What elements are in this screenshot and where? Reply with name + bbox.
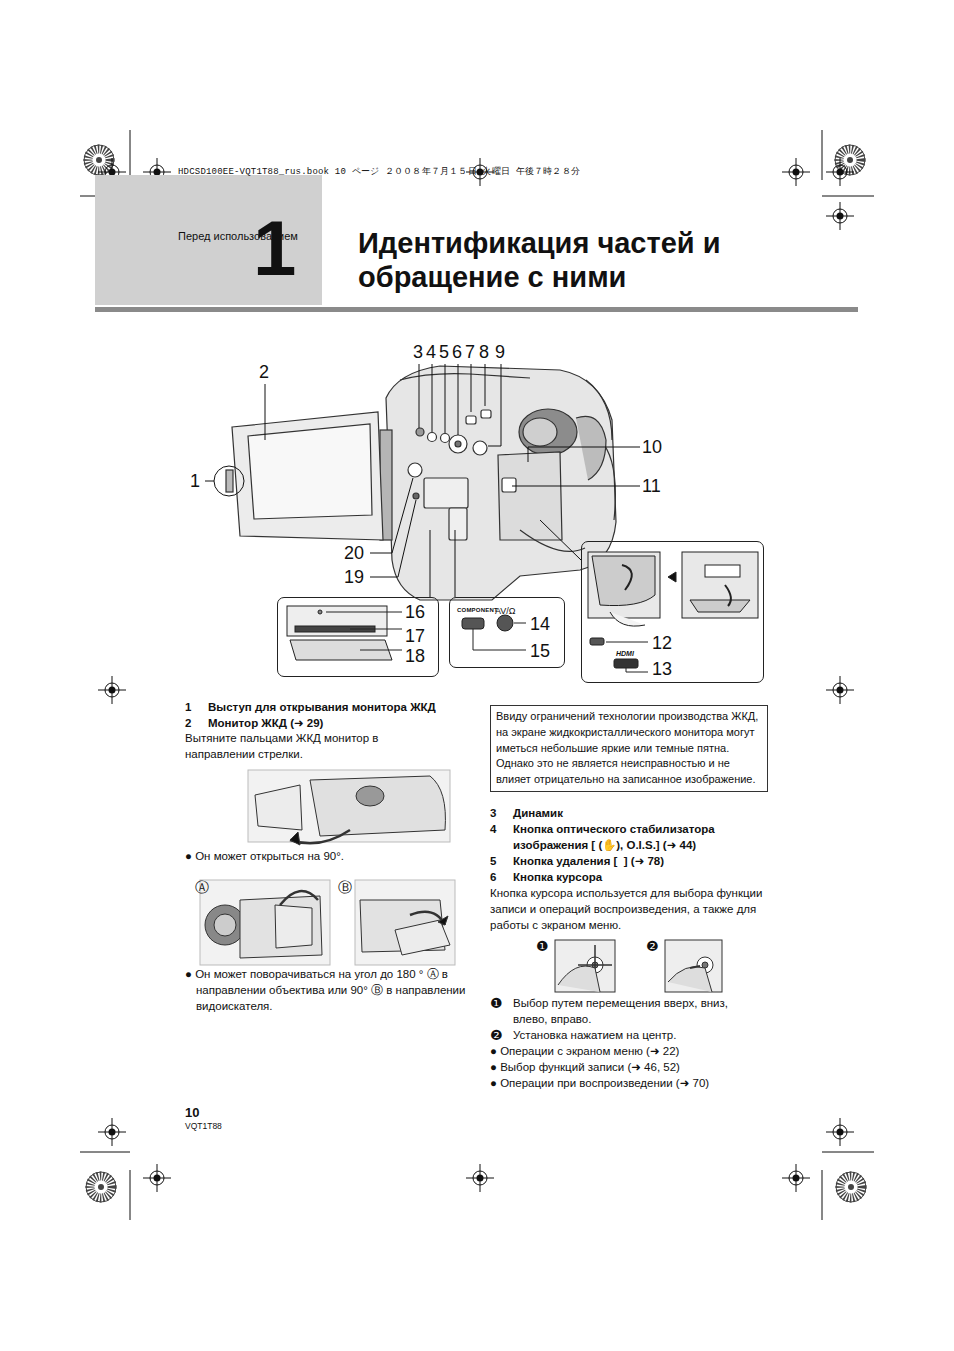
callout-number: 8: [479, 342, 489, 362]
callout-number: 14: [530, 614, 550, 634]
callout-number: 2: [259, 362, 269, 382]
socket-label: COMPONENT: [457, 607, 498, 614]
item-heading: Динамик: [513, 805, 563, 821]
lcd-open-drawing: [248, 770, 450, 845]
callout-number: 12: [652, 633, 672, 653]
item-number: 6: [490, 869, 496, 885]
socket-drawing: [462, 615, 526, 650]
note-text: Ввиду ограничений технологии производств…: [496, 709, 762, 788]
bullet-text: ● Он может поворачиваться на угол до 180…: [185, 966, 474, 1014]
leader-lines: [205, 364, 640, 597]
callout-number: 3: [413, 342, 423, 362]
figure-marker: Ⓐ: [195, 879, 209, 895]
card-slot-inset: 16 1718: [277, 597, 439, 677]
step-text: Выбор путем перемещения вверх, вниз, вле…: [513, 995, 765, 1027]
step-text: Установка нажатием на центр.: [513, 1027, 676, 1043]
callout-number: 6: [452, 342, 462, 362]
heading-rule: [95, 307, 858, 312]
item-heading: Кнопка оптического стабилизатора изображ…: [513, 821, 765, 853]
print-header: HDCSD100EE-VQT1T88_rus.book 10 ページ ２００８年…: [178, 166, 580, 178]
callout-number: 19: [344, 567, 364, 587]
port-logo: HDMI: [616, 650, 634, 658]
card-slot-drawing: [287, 606, 402, 660]
callout-number: 13: [652, 659, 672, 679]
callout-number: 15: [530, 641, 550, 661]
callout-number: 1: [190, 471, 200, 491]
callout-number: 10: [642, 437, 662, 457]
item-heading: Выступ для открывания монитора ЖКД: [208, 699, 436, 715]
item-heading: Монитор ЖКД (➜ 29): [208, 715, 323, 731]
item-heading: Кнопка удаления [ ] (➜ 78): [513, 853, 664, 869]
socket-label: AV/Ω: [495, 606, 516, 616]
callout-number: 11: [642, 476, 661, 496]
socket-inset: COMPONENTAV/Ω 14 15: [449, 597, 565, 668]
callout-number: 18: [405, 646, 425, 666]
callout-number: 5: [439, 342, 449, 362]
port-cover-drawing: [588, 552, 758, 672]
document-code: VQT1T88: [185, 1121, 222, 1131]
crop-marks: [80, 130, 874, 1220]
figure-marker: Ⓑ: [338, 879, 352, 895]
chapter-number: 1: [253, 209, 296, 287]
figure-marker: ❶: [536, 938, 549, 954]
body-text: Кнопка курсора используется для выбора ф…: [490, 885, 772, 933]
bullet-text: ● Он может открыться на 90°.: [185, 848, 344, 864]
cursor-button-drawing: [555, 940, 722, 992]
callout-number: 20: [344, 543, 364, 563]
item-number: 2: [185, 715, 191, 731]
bullet-text: ● Операции при воспроизведении (➜ 70): [490, 1075, 709, 1091]
bullet-text: ● Операции с экраном меню (➜ 22): [490, 1043, 679, 1059]
item-number: 4: [490, 821, 496, 837]
step-marker: ❷: [490, 1027, 503, 1043]
bullet-text: ● Выбор функций записи (➜ 46, 52): [490, 1059, 680, 1075]
port-inset: HDMI 12 13: [581, 541, 764, 683]
callout-number: 4: [426, 342, 436, 362]
section-band: Перед использованием1: [95, 175, 322, 305]
callout-number: 9: [495, 342, 505, 362]
item-number: 3: [490, 805, 496, 821]
figure-marker: ❷: [646, 938, 659, 954]
item-number: 5: [490, 853, 496, 869]
body-text: Вытяните пальцами ЖКД монитор в направле…: [185, 730, 420, 762]
callout-number: 7: [465, 342, 475, 362]
callout-number: 16: [405, 602, 425, 622]
note-box: Ввиду ограничений технологии производств…: [490, 705, 768, 792]
callout-number: 17: [405, 626, 425, 646]
camcorder-drawing: [226, 366, 616, 600]
item-heading: Кнопка курсора: [513, 869, 602, 885]
page-title: Идентификация частей и обращение с ними: [358, 226, 743, 294]
item-number: 1: [185, 699, 191, 715]
step-marker: ❶: [490, 995, 503, 1011]
lcd-rotate-drawing: [200, 880, 455, 965]
page-number: 10: [185, 1105, 199, 1120]
